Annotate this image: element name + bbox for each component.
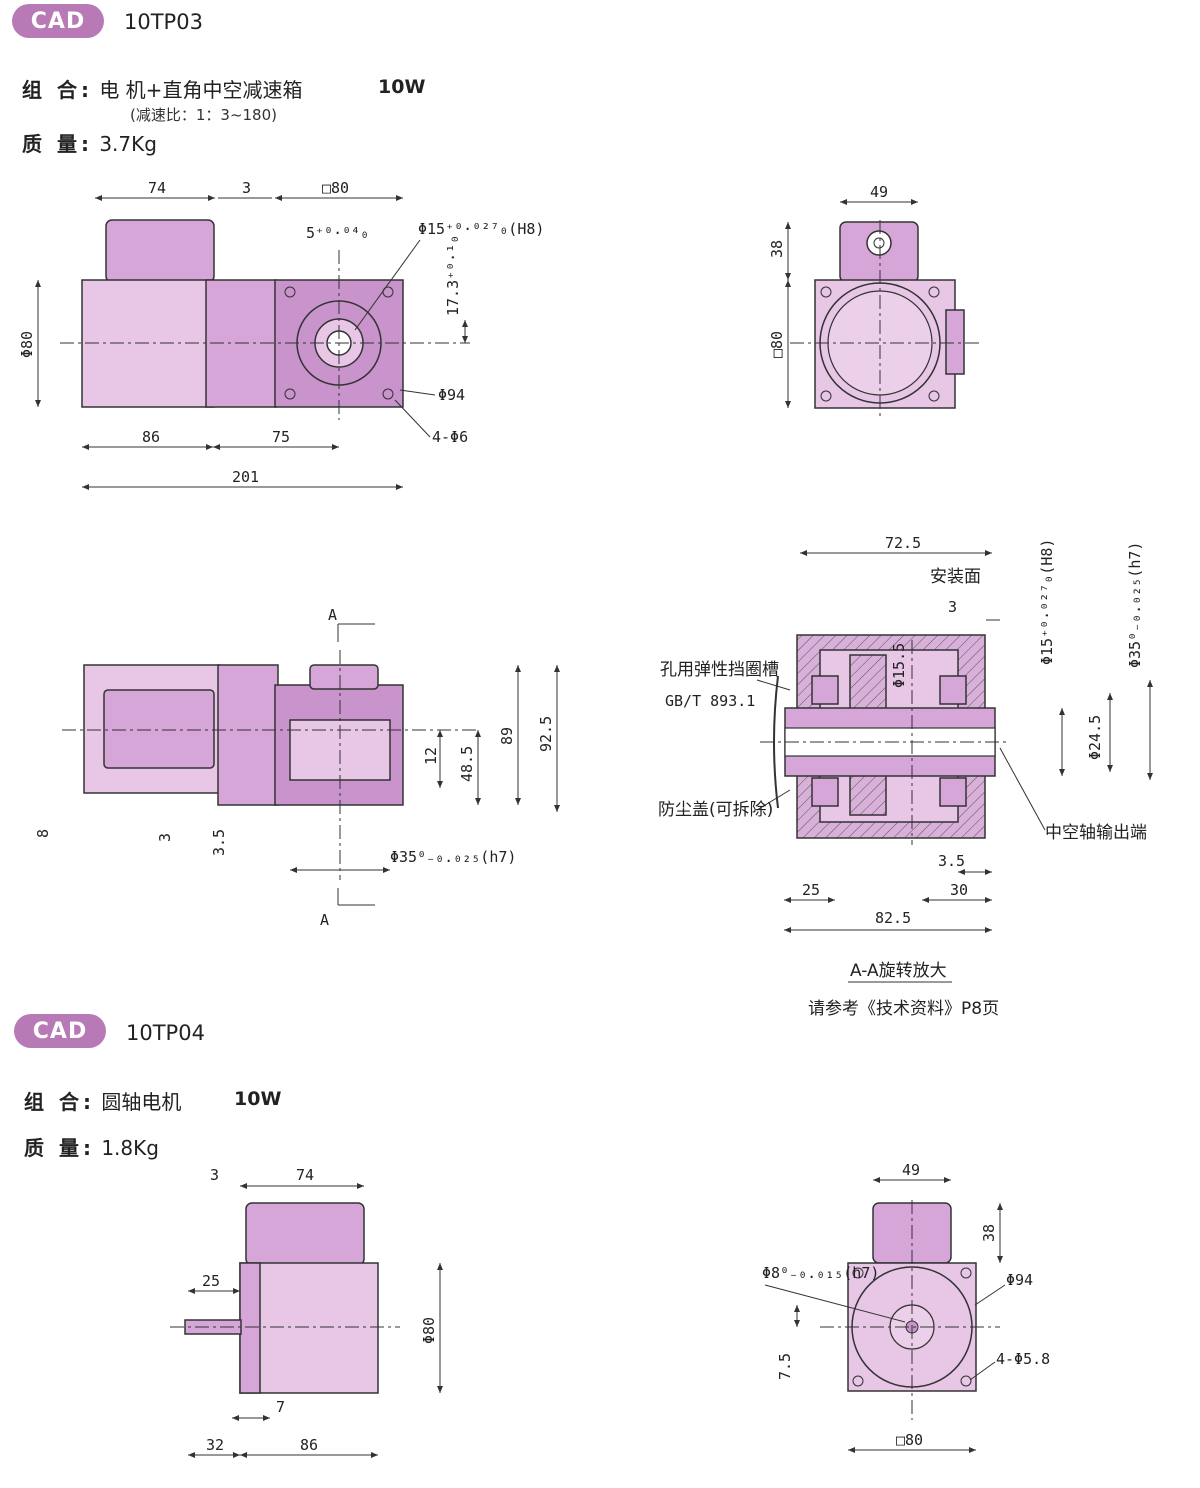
- combo-value: 电 机+直角中空减速箱: [99, 78, 303, 102]
- ratio-tp03: (减速比：1：3~180): [130, 106, 277, 124]
- tp04-side-view: 3 74 25 Φ80 7 32 86: [170, 1166, 443, 1458]
- dim-phi8: Φ8⁰₋₀.₀₁₅(h7): [762, 1264, 879, 1282]
- dim-sq80: □80: [896, 1431, 923, 1449]
- dim-38: 38: [768, 240, 786, 258]
- dim-12: 12: [422, 747, 440, 765]
- dim-38: 38: [980, 1224, 998, 1242]
- dim-phi94: Φ94: [1006, 1271, 1033, 1289]
- mass-label: 质 量:: [22, 132, 93, 156]
- section-a-top: A: [328, 606, 337, 624]
- dim-phi245: Φ24.5: [1086, 715, 1104, 760]
- dim-825: 82.5: [875, 909, 911, 927]
- dim-32: 32: [206, 1436, 224, 1454]
- tp03-side-view: 74 3 □80 5⁺⁰·⁰⁴₀ Φ15⁺⁰·⁰²⁷₀(H8) 17.3⁺⁰·¹…: [18, 179, 544, 490]
- model-tp04: 10TP04: [126, 1021, 205, 1045]
- combo-row-tp04: 组 合: 圆轴电机: [24, 1086, 181, 1115]
- tp03-top-view: A A 89 92.5 12 48.5 8 3 3.5 Φ35⁰₋₀.₀₂₅(h…: [34, 606, 560, 929]
- dim-phi80: Φ80: [420, 1317, 438, 1344]
- dim-hole15: Φ15⁺⁰·⁰²⁷₀(H8): [418, 220, 544, 238]
- label-gb-standard: GB/T 893.1: [665, 692, 755, 710]
- dim-box80: □80: [322, 179, 349, 197]
- dim-25: 25: [202, 1272, 220, 1290]
- aa-section-view: 72.5 安装面 3 Φ15⁺⁰·⁰²⁷₀(H8) Φ35⁰₋₀.₀₂₅(h7)…: [658, 534, 1153, 1019]
- dim-74: 74: [148, 179, 166, 197]
- dim-74: 74: [296, 1166, 314, 1184]
- label-mount-face: 安装面: [930, 567, 981, 587]
- dim-sq80: □80: [768, 331, 786, 358]
- tp03-front-view: 49 38 □80: [768, 183, 980, 420]
- dim-keyway: 5⁺⁰·⁰⁴₀: [306, 224, 369, 242]
- section-a-bottom: A: [320, 911, 329, 929]
- dim-30: 30: [950, 881, 968, 899]
- dim-phi94: Φ94: [438, 386, 465, 404]
- dim-section-3: 3: [948, 598, 957, 616]
- dim-3: 3: [210, 1166, 219, 1184]
- cad-badge-tp03: CAD: [12, 4, 104, 38]
- label-dust-cover: 防尘盖(可拆除): [658, 800, 773, 820]
- dim-phi155: Φ15.5: [890, 643, 908, 688]
- dim-925: 92.5: [537, 716, 555, 752]
- section-note: 请参考《技术资料》P8页: [808, 999, 999, 1019]
- dim-86: 86: [300, 1436, 318, 1454]
- dim-phi80: Φ80: [18, 331, 36, 358]
- mass-row-tp03: 质 量: 3.7Kg: [22, 128, 157, 157]
- mass-value: 3.7Kg: [99, 132, 157, 156]
- tp04-front-view: 49 38 Φ8⁰₋₀.₀₁₅(h7) Φ94 4-Φ5.8 7.5 □80: [762, 1161, 1050, 1453]
- dim-phi35-h7: Φ35⁰₋₀.₀₂₅(h7): [1126, 542, 1144, 668]
- mass-row-tp04: 质 量: 1.8Kg: [24, 1132, 159, 1161]
- dim-7: 7: [276, 1398, 285, 1416]
- dim-h17: 17.3⁺⁰·¹₀: [444, 235, 462, 316]
- mass-value: 1.8Kg: [101, 1136, 159, 1160]
- model-tp03: 10TP03: [124, 10, 203, 34]
- dim-725: 72.5: [885, 534, 921, 552]
- mass-label: 质 量:: [24, 1136, 95, 1160]
- combo-label: 组 合:: [22, 78, 93, 102]
- label-hollow-output: 中空轴输出端: [1045, 823, 1147, 843]
- dim-3: 3: [242, 179, 251, 197]
- dim-35: 3.5: [210, 829, 228, 856]
- dim-75: 7.5: [776, 1353, 794, 1380]
- dim-485: 48.5: [458, 746, 476, 782]
- section-title: A-A旋转放大: [850, 961, 947, 981]
- label-retaining-ring: 孔用弹性挡圈槽: [660, 660, 779, 680]
- dim-holes: 4-Φ5.8: [996, 1350, 1050, 1368]
- combo-value: 圆轴电机: [101, 1090, 182, 1114]
- dim-89: 89: [498, 727, 516, 745]
- dim-phi35: Φ35⁰₋₀.₀₂₅(h7): [390, 848, 516, 866]
- dim-section-35: 3.5: [938, 852, 965, 870]
- dim-86: 86: [142, 428, 160, 446]
- dim-25: 25: [802, 881, 820, 899]
- dim-49: 49: [870, 183, 888, 201]
- combo-row-tp03: 组 合: 电 机+直角中空减速箱: [22, 74, 302, 103]
- cad-badge-tp04: CAD: [14, 1014, 106, 1048]
- dim-201: 201: [232, 468, 259, 486]
- dim-3b: 3: [156, 833, 174, 842]
- combo-label: 组 合:: [24, 1090, 95, 1114]
- power-tp03: 10W: [378, 76, 426, 98]
- dim-8: 8: [34, 829, 52, 838]
- dim-phi15-h8: Φ15⁺⁰·⁰²⁷₀(H8): [1038, 539, 1056, 665]
- dim-holes: 4-Φ6: [432, 428, 468, 446]
- power-tp04: 10W: [234, 1088, 282, 1110]
- dim-49: 49: [902, 1161, 920, 1179]
- dim-75: 75: [272, 428, 290, 446]
